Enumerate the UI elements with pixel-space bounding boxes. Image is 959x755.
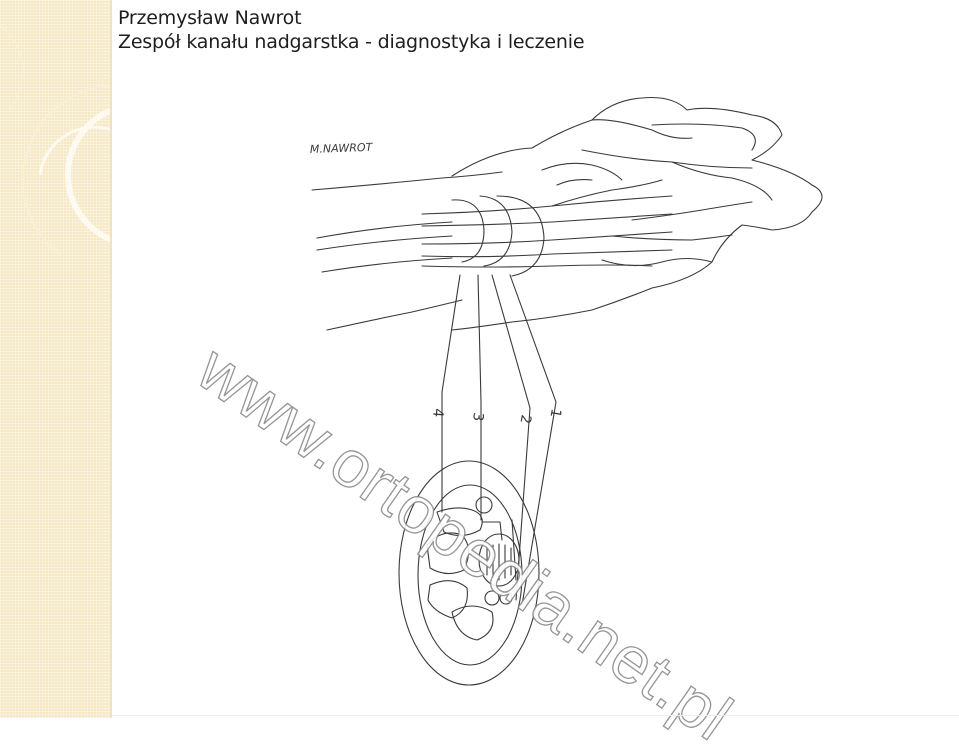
label-3: 3 <box>469 412 486 422</box>
pointer-line-3 <box>477 274 482 521</box>
sidebar-arcs-decoration <box>0 24 112 257</box>
author-name: Przemysław Nawrot <box>118 7 302 29</box>
forearm-outline <box>311 171 503 191</box>
pointer-line-4 <box>441 274 461 513</box>
slide-header: Przemysław Nawrot Zespół kanału nadgarst… <box>118 6 585 54</box>
label-2: 2 <box>517 413 534 425</box>
carpal-ligament <box>451 199 485 263</box>
hand-anatomy-sketch: M.NAWROT 4 3 2 1 <box>310 96 823 686</box>
pointer-line-1 <box>509 274 557 606</box>
decorative-sidebar <box>0 0 112 718</box>
pointer-line-2 <box>491 274 531 601</box>
label-4: 4 <box>429 408 446 418</box>
bottom-divider <box>112 715 959 716</box>
label-1: 1 <box>547 407 564 419</box>
sidebar-edge <box>110 0 112 718</box>
slide-subtitle: Zespół kanału nadgarstka - diagnostyka i… <box>118 31 585 53</box>
wrist-cross-section <box>398 460 540 686</box>
palm-outline <box>451 96 823 213</box>
sketch-signature: M.NAWROT <box>310 141 374 156</box>
